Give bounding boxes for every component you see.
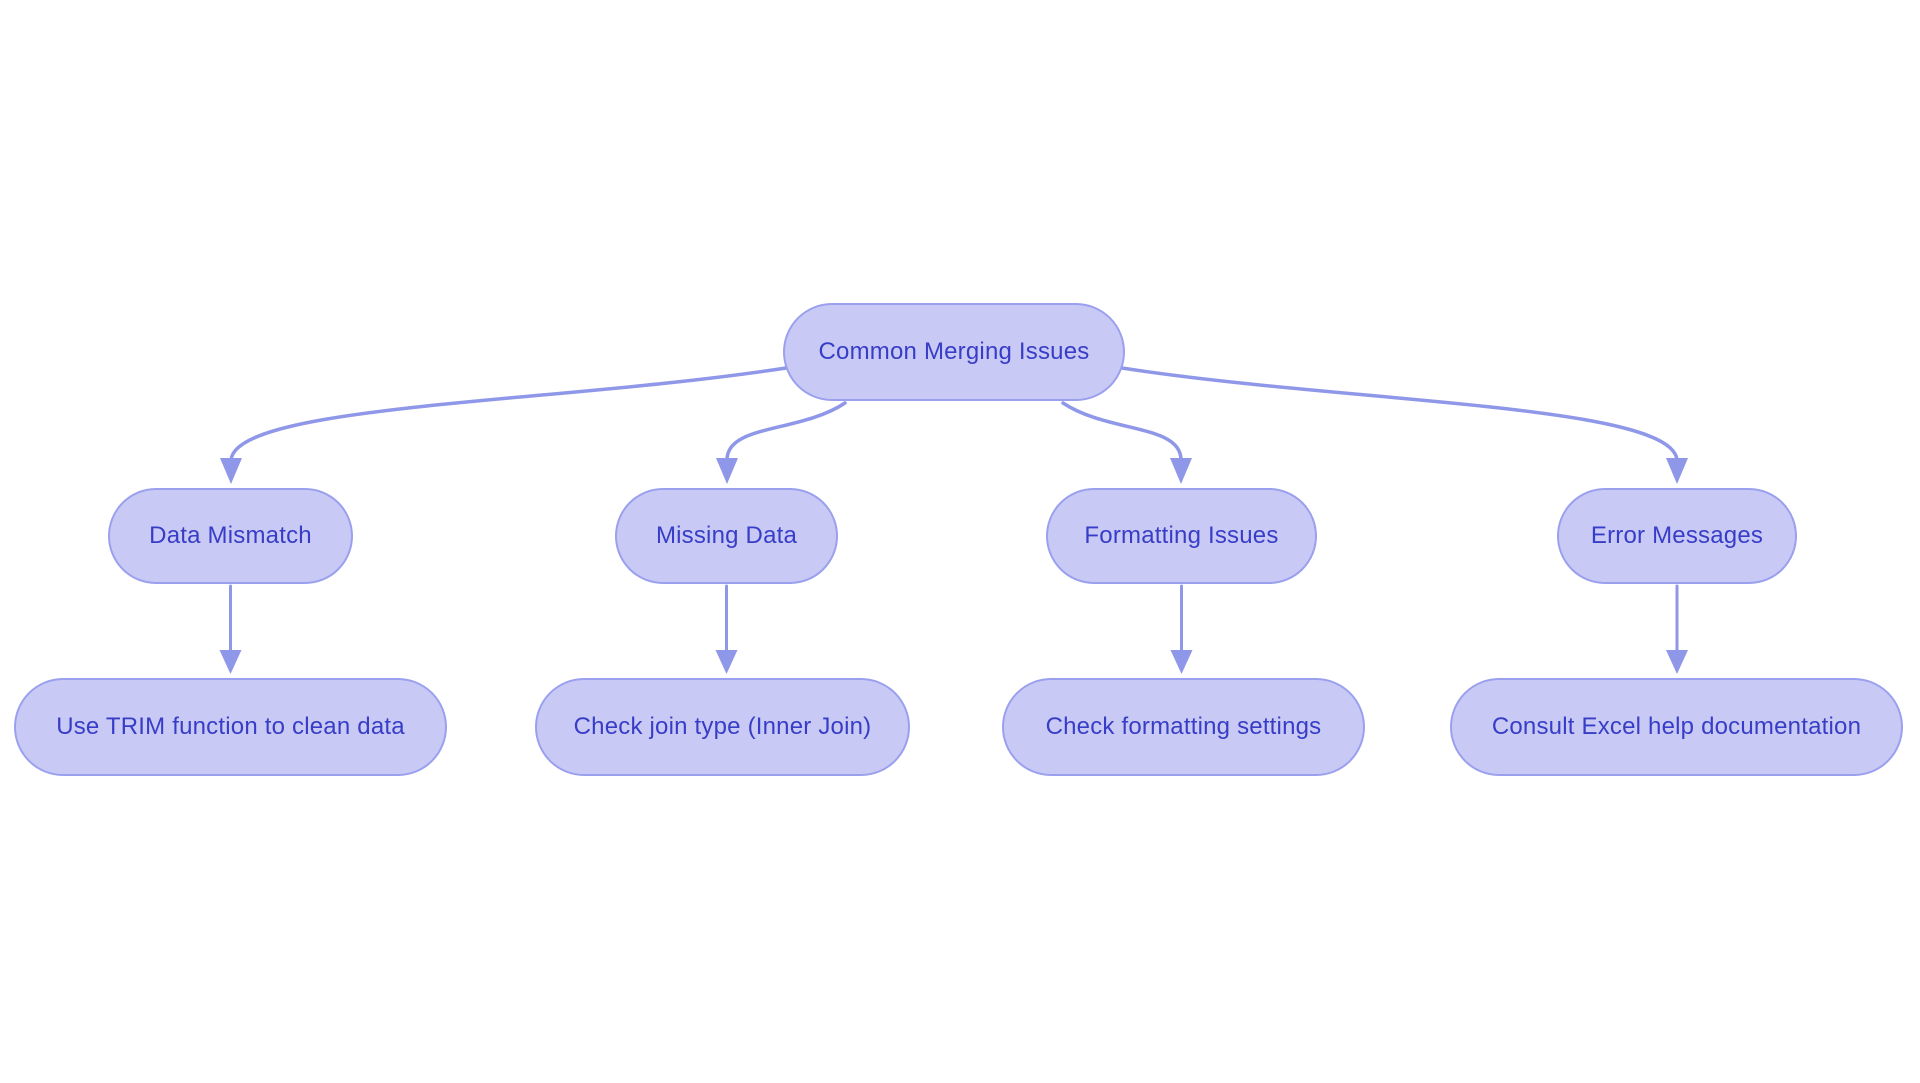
node-check-join-type: Check join type (Inner Join) [535, 678, 910, 776]
arrowhead-icon [1170, 650, 1193, 674]
edge-root-to-formatting-issues [1061, 401, 1183, 462]
arrowhead-icon [715, 650, 738, 674]
arrowhead-icon [716, 458, 738, 484]
edge-root-to-data-mismatch [229, 366, 788, 462]
node-label: Missing Data [655, 522, 798, 549]
node-label: Common Merging Issues [818, 338, 1090, 365]
node-check-formatting-settings: Check formatting settings [1002, 678, 1365, 776]
node-error-messages: Error Messages [1557, 488, 1797, 584]
node-label: Error Messages [1590, 522, 1764, 549]
arrowhead-icon [220, 458, 242, 484]
arrowhead-icon [1170, 458, 1192, 484]
node-use-trim: Use TRIM function to clean data [14, 678, 447, 776]
arrowhead-icon [219, 650, 242, 674]
node-common-merging-issues: Common Merging Issues [783, 303, 1125, 401]
node-label: Consult Excel help documentation [1491, 713, 1862, 740]
arrowhead-icon [1666, 458, 1688, 484]
node-label: Formatting Issues [1084, 522, 1279, 549]
node-label: Data Mismatch [149, 522, 312, 549]
node-label: Check join type (Inner Join) [573, 713, 872, 740]
node-data-mismatch: Data Mismatch [108, 488, 353, 584]
node-formatting-issues: Formatting Issues [1046, 488, 1317, 584]
edge-root-to-missing-data [725, 401, 847, 462]
edge-root-to-error-messages [1120, 366, 1679, 462]
node-consult-excel-help: Consult Excel help documentation [1450, 678, 1903, 776]
node-missing-data: Missing Data [615, 488, 838, 584]
arrowhead-icon [1666, 650, 1688, 674]
node-label: Check formatting settings [1045, 713, 1322, 740]
node-label: Use TRIM function to clean data [56, 713, 405, 740]
